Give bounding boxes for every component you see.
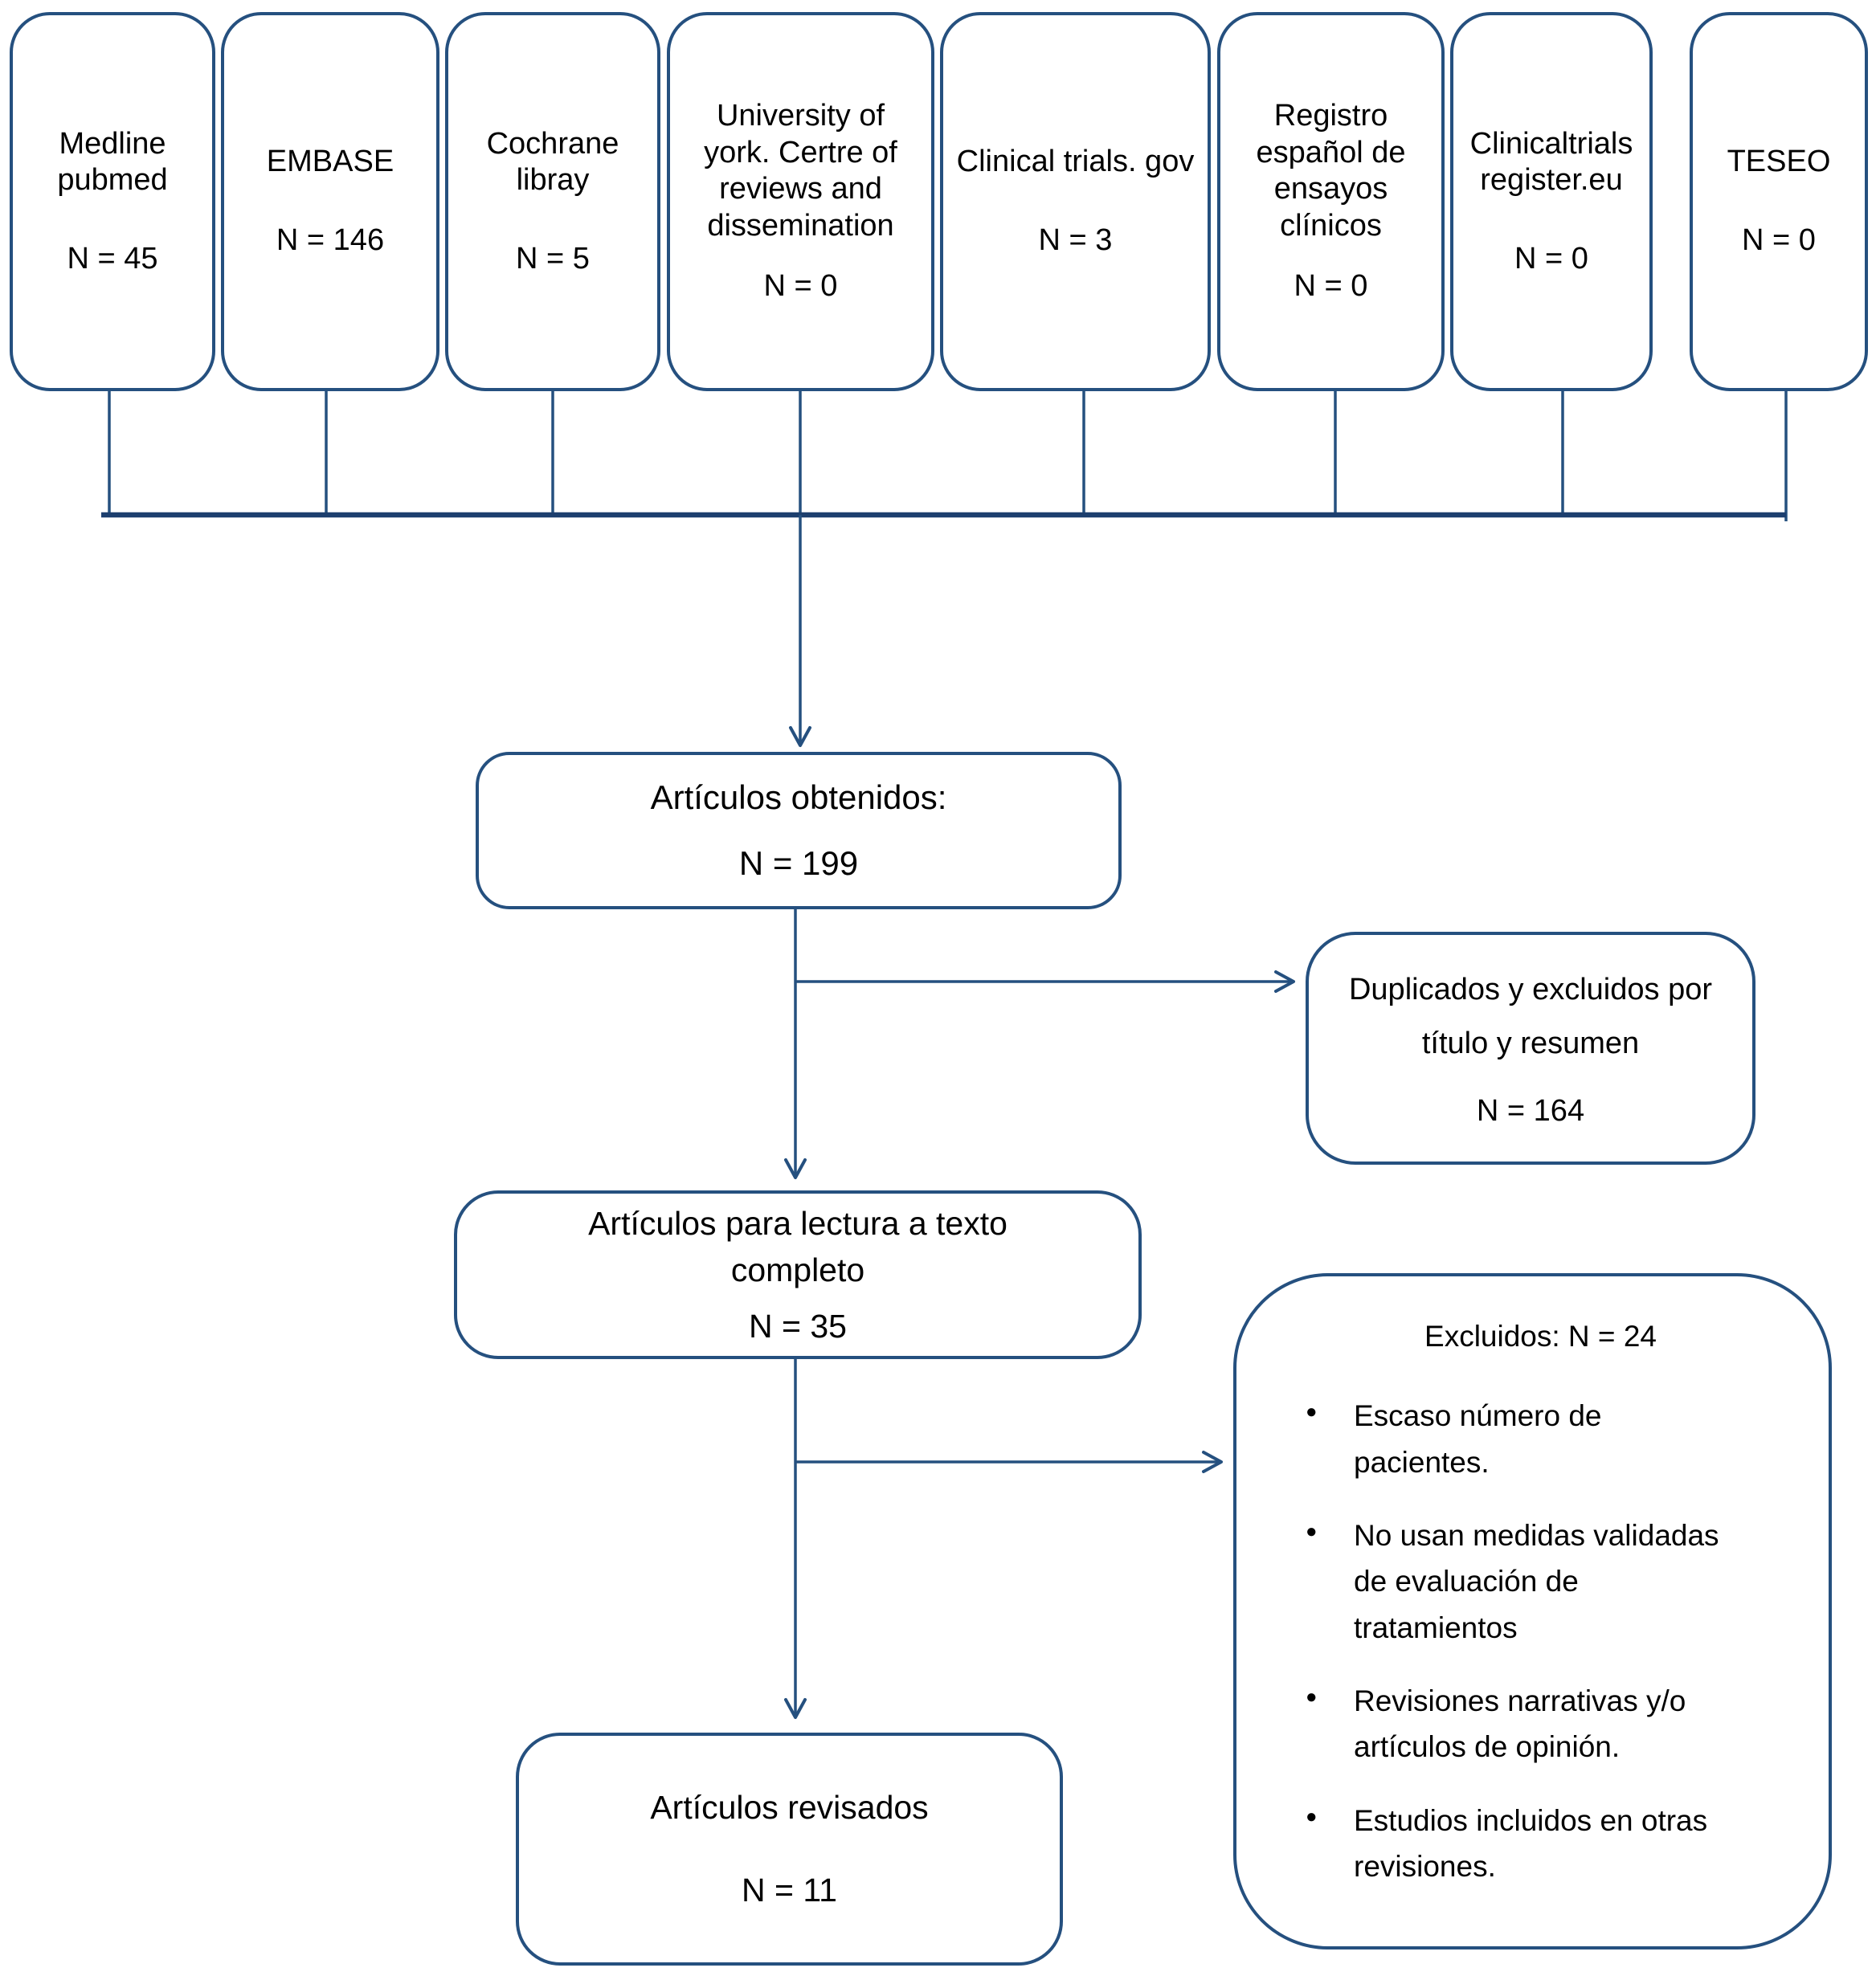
fulltext-label-line1: Artículos para lectura a texto — [588, 1204, 1007, 1242]
excluded-title: Excluidos: N = 24 — [1424, 1320, 1657, 1353]
source-count: N = 0 — [1294, 269, 1368, 304]
fulltext-label-line2: completo — [730, 1251, 865, 1288]
bullet-icon: ● — [1306, 1521, 1318, 1543]
list-item: ● Estudios incluidos en otras revisiones… — [1306, 1798, 1792, 1890]
duplicates-label-line1: Duplicados y excluidos por — [1348, 972, 1712, 1006]
source-count: N = 3 — [1038, 223, 1113, 257]
source-box-clinicaltrials-register-eu: Clinicaltrials register.eu N = 0 — [1450, 12, 1653, 391]
source-box-university-of-york: University of york. Certre of reviews an… — [667, 12, 934, 391]
source-count: N = 0 — [1742, 223, 1816, 257]
obtained-label: Artículos obtenidos: — [650, 778, 947, 816]
source-box-embase: EMBASE N = 146 — [221, 12, 439, 391]
source-count: N = 45 — [67, 241, 158, 276]
fulltext-reading-box: Artículos para lectura a texto completo … — [454, 1190, 1142, 1359]
list-item: ● Escaso número de pacientes. — [1306, 1393, 1792, 1485]
source-box-registro-espanol: Registro español de ensayos clínicos N =… — [1217, 12, 1445, 391]
bullet-icon: ● — [1306, 1805, 1318, 1827]
list-item: ● No usan medidas validadas de evaluació… — [1306, 1513, 1792, 1651]
source-box-clinicaltrials-gov: Clinical trials. gov N = 3 — [940, 12, 1211, 391]
reviewed-count: N = 11 — [742, 1872, 837, 1909]
bullet-icon: ● — [1306, 1401, 1318, 1423]
duplicates-excluded-box: Duplicados y excluidos por título y resu… — [1306, 932, 1755, 1165]
bullet-icon: ● — [1306, 1686, 1318, 1709]
source-label: EMBASE — [266, 145, 394, 179]
obtained-count: N = 199 — [738, 844, 859, 882]
source-label: Cochrane libray — [486, 126, 619, 198]
excluded-reason: No usan medidas validadas de evaluación … — [1354, 1519, 1719, 1644]
source-count: N = 0 — [763, 269, 838, 304]
reviewed-label: Artículos revisados — [650, 1789, 929, 1826]
source-label: TESEO — [1727, 145, 1831, 179]
source-box-teseo: TESEO N = 0 — [1690, 12, 1868, 391]
excluded-reason: Revisiones narrativas y/o artículos de o… — [1354, 1684, 1686, 1764]
excluded-reason: Escaso número de pacientes. — [1354, 1399, 1602, 1479]
duplicates-label-line2: título y resumen — [1421, 1026, 1640, 1060]
source-box-medline-pubmed: Medline pubmed N = 45 — [10, 12, 215, 391]
source-label: University of york. Certre of reviews an… — [704, 99, 897, 243]
source-label: Clinicaltrials register.eu — [1469, 126, 1633, 198]
source-count: N = 5 — [516, 241, 590, 276]
source-label: Medline pubmed — [57, 126, 168, 198]
source-count: N = 0 — [1514, 241, 1588, 276]
excluded-reason: Estudios incluidos en otras revisiones. — [1354, 1803, 1708, 1884]
source-box-cochrane-library: Cochrane libray N = 5 — [445, 12, 660, 391]
source-label: Clinical trials. gov — [956, 145, 1195, 179]
fulltext-count: N = 35 — [749, 1308, 847, 1345]
source-count: N = 146 — [276, 223, 385, 257]
source-label: Registro español de ensayos clínicos — [1256, 99, 1406, 243]
reviewed-articles-box: Artículos revisados N = 11 — [516, 1733, 1063, 1966]
duplicates-count: N = 164 — [1476, 1093, 1585, 1128]
list-item: ● Revisiones narrativas y/o artículos de… — [1306, 1678, 1792, 1770]
obtained-articles-box: Artículos obtenidos: N = 199 — [476, 752, 1122, 909]
exclusion-reasons-box: Excluidos: N = 24 ● Escaso número de pac… — [1233, 1273, 1832, 1949]
